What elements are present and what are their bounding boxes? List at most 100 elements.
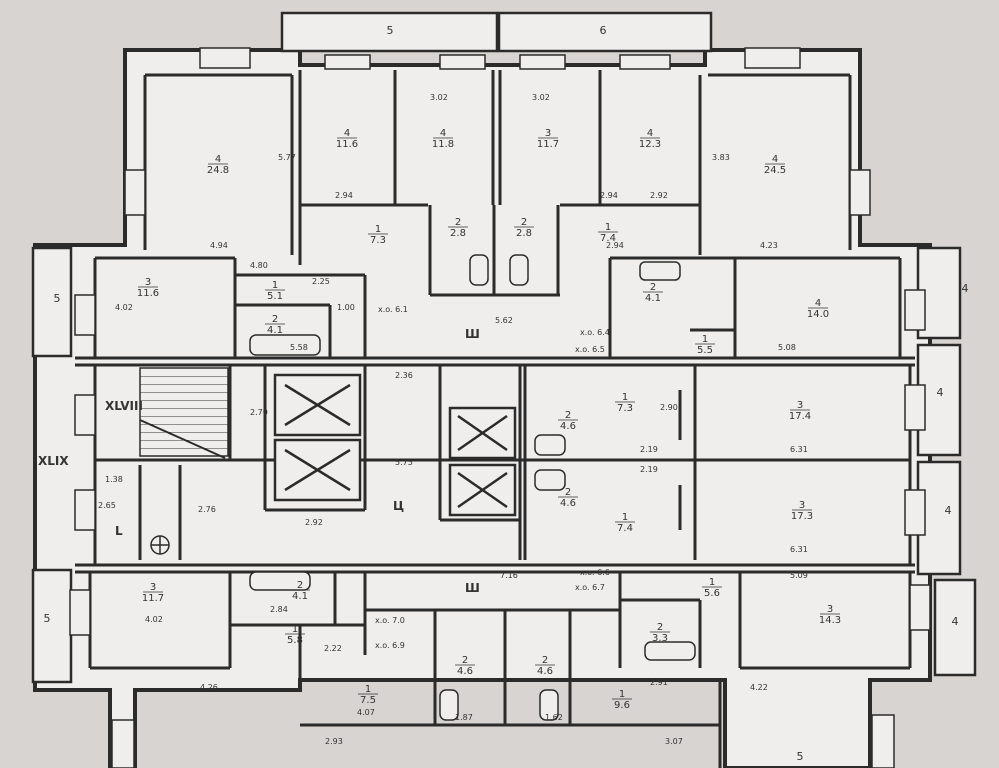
zone-label-corridor-top: Ш: [465, 327, 480, 341]
dimension-label: 2.70: [250, 408, 268, 417]
height-mark: x.o. 7.0: [375, 616, 405, 625]
room-area: 7.3: [617, 403, 633, 414]
room-number: 3: [545, 128, 551, 139]
room-number: 2: [272, 314, 278, 325]
room-area: 4.1: [292, 591, 308, 602]
room-area: 11.8: [432, 139, 454, 150]
dimension-label: 2.65: [98, 501, 116, 510]
room-number: 1: [702, 334, 708, 345]
room-number: 1: [292, 624, 298, 635]
dimension-label: 5.62: [495, 316, 513, 325]
room-number: 2: [455, 217, 461, 228]
room-number: 2: [565, 410, 571, 421]
room-area: 11.7: [537, 139, 559, 150]
zone-labels: XLVIII XLIX Ш Ц Ш L: [38, 327, 480, 595]
room-number: 1: [365, 684, 371, 695]
dimension-label: 4.07: [357, 708, 375, 717]
dimension-label: 3.07: [665, 737, 683, 746]
room-number: 4: [815, 298, 821, 309]
room-area: 5.1: [267, 291, 283, 302]
balcony-labels: 5 6 5 5 4 4 4 4 5: [44, 24, 969, 763]
sanitary-fixtures: [150, 254, 696, 721]
dimension-label: 5.08: [778, 343, 796, 352]
room-number: 1: [622, 392, 628, 403]
dimension-label: 4.26: [200, 683, 218, 692]
dimension-label: 3.02: [430, 93, 448, 102]
room-number: 3: [797, 400, 803, 411]
room-area: 11.6: [137, 288, 159, 299]
room-area: 9.6: [614, 700, 630, 711]
room-area: 17.4: [789, 411, 811, 422]
room-labels: 424.8411.6411.8311.7412.3424.517.322.822…: [137, 128, 841, 711]
zone-label-vestibule: L: [115, 524, 123, 538]
room-number: 2: [297, 580, 303, 591]
dimension-label: 2.94: [335, 191, 353, 200]
room-area: 4.6: [457, 666, 473, 677]
room-number: 4: [647, 128, 653, 139]
dimension-label: 2.84: [270, 605, 288, 614]
balcony-top: [280, 11, 713, 53]
room-area: 4.1: [645, 293, 661, 304]
dimension-label: 6.31: [790, 445, 808, 454]
room-number: 4: [344, 128, 350, 139]
room-area: 4.1: [267, 325, 283, 336]
interior-walls: [75, 70, 915, 768]
room-number: 2: [462, 655, 468, 666]
room-number: 4: [215, 154, 221, 165]
dimension-label: 4.94: [210, 241, 228, 250]
dimension-label: 4.22: [750, 683, 768, 692]
room-number: 2: [542, 655, 548, 666]
dimension-label: 2.92: [305, 518, 323, 527]
dimension-label: 3.02: [532, 93, 550, 102]
room-number: 1: [619, 689, 625, 700]
room-number: 2: [657, 622, 663, 633]
balcony-label-right-lower: 4: [945, 504, 952, 517]
room-number: 4: [440, 128, 446, 139]
dimension-label: 2.36: [395, 371, 413, 380]
room-area: 14.3: [819, 615, 841, 626]
roman-label-stair: XLVIII: [105, 399, 143, 413]
room-area: 3.3: [652, 633, 668, 644]
dimension-label: 4.80: [250, 261, 268, 270]
room-number: 3: [827, 604, 833, 615]
room-area: 11.6: [336, 139, 358, 150]
room-number: 3: [145, 277, 151, 288]
room-area: 4.6: [560, 498, 576, 509]
room-area: 7.4: [600, 233, 616, 244]
height-mark: x.o. 6.6: [580, 568, 610, 577]
dimension-label: 5.09: [790, 571, 808, 580]
dimension-label: 2.92: [650, 191, 668, 200]
dimension-label: 2.91: [650, 678, 668, 687]
dimension-label: 2.25: [312, 277, 330, 286]
dimension-label: 1.00: [337, 303, 355, 312]
dimension-label: 1.38: [105, 475, 123, 484]
height-mark: x.o. 6.4: [580, 328, 610, 337]
room-number: 2: [650, 282, 656, 293]
room-area: 5.5: [697, 345, 713, 356]
room-area: 7.5: [360, 695, 376, 706]
room-number: 4: [772, 154, 778, 165]
window-marks: [69, 47, 931, 768]
room-number: 1: [709, 577, 715, 588]
room-area: 4.6: [560, 421, 576, 432]
room-area: 5.6: [704, 588, 720, 599]
room-area: 12.3: [639, 139, 661, 150]
dimension-label: 1.87: [455, 713, 473, 722]
balcony-label-left-lower: 5: [44, 612, 51, 625]
dimension-label: 2.76: [198, 505, 216, 514]
room-area: 2.8: [516, 228, 532, 239]
room-area: 5.8: [287, 635, 303, 646]
dimension-label: 4.02: [145, 615, 163, 624]
room-number: 1: [622, 512, 628, 523]
height-mark: x.o. 6.7: [575, 583, 605, 592]
elevator-shafts: [273, 373, 517, 517]
room-area: 14.0: [807, 309, 829, 320]
room-number: 1: [375, 224, 381, 235]
height-mark: x.o. 6.9: [375, 641, 405, 650]
dimension-label: 4.02: [115, 303, 133, 312]
balcony-label-right-middle: 4: [937, 386, 944, 399]
room-area: 4.6: [537, 666, 553, 677]
room-area: 7.3: [370, 235, 386, 246]
